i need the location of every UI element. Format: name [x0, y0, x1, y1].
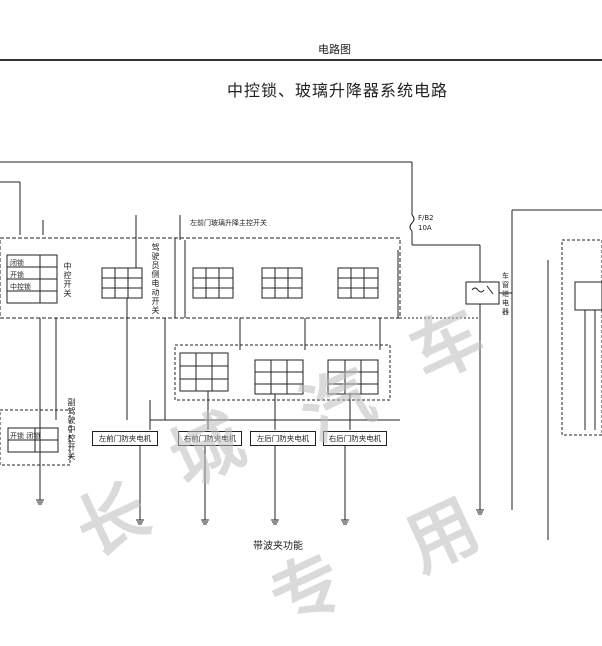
motor-rear-left: 左后门防夹电机: [250, 431, 316, 446]
motor-front-left: 左前门防夹电机: [92, 431, 158, 446]
passenger-switch-row: 开锁 闭锁: [10, 432, 41, 440]
diagram-caption: 带波夹功能: [253, 541, 303, 552]
wiring-diagram: [0, 161, 602, 540]
diagram-title: 中控锁、玻璃升降器系统电路: [227, 81, 449, 100]
fuse-id: F/B2: [418, 214, 434, 222]
window-switch-label: 驾驶员侧电动开关: [151, 243, 160, 315]
section-header: 电路图: [318, 43, 351, 56]
relay-label: 车窗继电器: [502, 272, 509, 316]
motor-front-right: 右前门防夹电机: [178, 431, 242, 446]
switch-row-2: 开锁: [10, 271, 24, 279]
fuse-rating: 10A: [418, 224, 432, 232]
passenger-central-switch-label: 副驾驶中控开关: [67, 398, 76, 461]
switch-row-1: 闭锁: [10, 259, 24, 267]
header-rule: [0, 59, 602, 61]
central-lock-switch-label: 中控开关: [63, 262, 72, 298]
driver-master-switch-label: 左前门玻璃升降主控开关: [190, 219, 267, 227]
switch-row-3: 中控锁: [10, 283, 31, 291]
motor-rear-right: 右后门防夹电机: [323, 431, 387, 446]
